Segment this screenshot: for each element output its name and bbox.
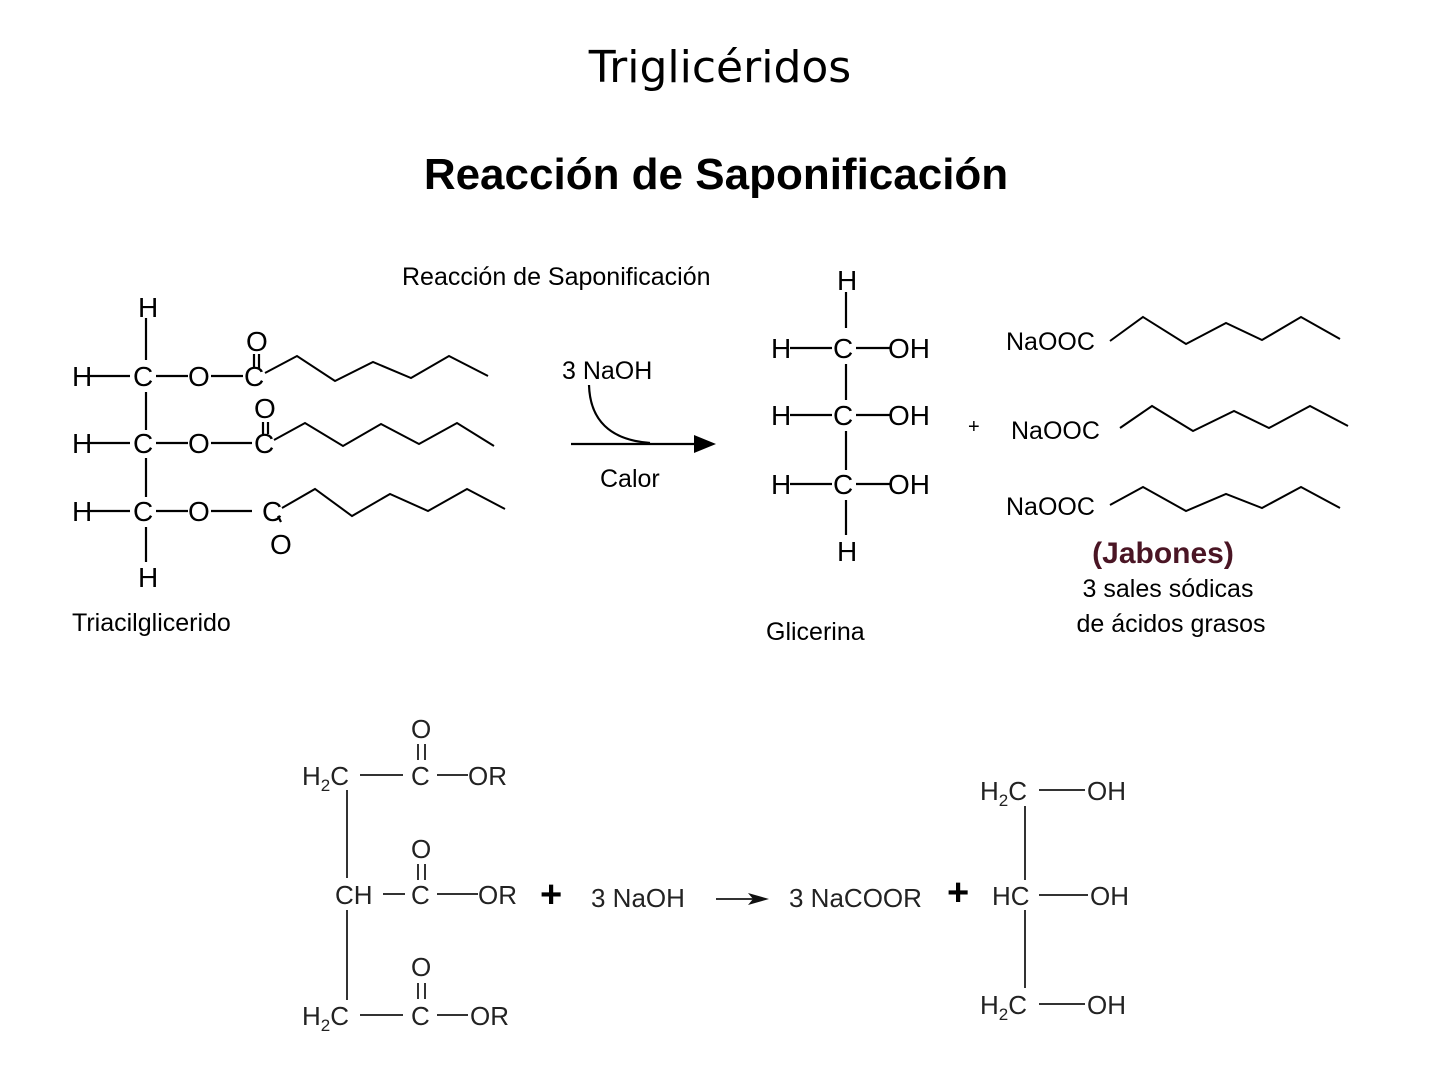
svg-text:H: H [72, 361, 92, 392]
svg-text:H: H [72, 496, 92, 527]
svg-text:O: O [188, 361, 210, 392]
svg-text:H: H [138, 562, 158, 593]
svg-text:H2C: H2C [980, 990, 1027, 1024]
svg-text:H2C: H2C [302, 761, 349, 795]
triacylglyceride-structure: H H C O C O H C O C O H C O C O [72, 292, 506, 637]
svg-text:O: O [254, 393, 276, 424]
svg-text:C: C [833, 333, 853, 364]
svg-text:H: H [771, 469, 791, 500]
svg-text:C: C [133, 496, 153, 527]
arrow-head-icon [748, 893, 769, 905]
reagent-label: 3 NaOH [562, 357, 652, 385]
svg-text:C: C [133, 361, 153, 392]
svg-text:O: O [246, 326, 268, 357]
svg-text:C: C [411, 880, 430, 910]
svg-text:C: C [133, 428, 153, 459]
svg-text:C: C [833, 469, 853, 500]
svg-text:NaOOC: NaOOC [1011, 417, 1100, 445]
soap-structures: NaOOC NaOOC NaOOC (Jabones) 3 sales sódi… [1006, 315, 1349, 638]
slide-subtitle: Reacción de Saponificación [423, 150, 1009, 199]
reaction-arrow-top: 3 NaOH Calor [562, 357, 716, 493]
product-nacoor: 3 NaCOOR [789, 883, 922, 913]
svg-text:O: O [411, 714, 431, 744]
svg-text:O: O [188, 496, 210, 527]
svg-text:OH: OH [1087, 776, 1126, 806]
svg-text:OR: OR [470, 1001, 509, 1031]
svg-text:OH: OH [888, 400, 930, 431]
svg-text:C: C [254, 428, 274, 459]
svg-text:HC: HC [992, 881, 1030, 911]
svg-text:C: C [262, 496, 282, 527]
svg-text:OH: OH [1087, 990, 1126, 1020]
plus-sign-2: + [947, 872, 969, 914]
svg-text:OR: OR [478, 880, 517, 910]
saponification-diagram-bottom: H2C O C OR CH O C OR H2C O C OR + 3 NaOH… [302, 714, 1129, 1035]
svg-text:H: H [771, 400, 791, 431]
svg-text:H2C: H2C [980, 776, 1027, 810]
svg-text:C: C [244, 361, 264, 392]
plus-sign: + [968, 416, 980, 438]
svg-text:OH: OH [1090, 881, 1129, 911]
glycerol-structure: H H C OH H C OH H C OH H Glicerina [766, 265, 930, 646]
svg-text:O: O [411, 952, 431, 982]
arrow-head-icon [694, 435, 716, 453]
glycerol-label: Glicerina [766, 618, 865, 646]
svg-text:NaOOC: NaOOC [1006, 328, 1095, 356]
svg-text:H: H [837, 536, 857, 567]
svg-text:H: H [771, 333, 791, 364]
svg-text:C: C [411, 1001, 430, 1031]
svg-text:O: O [270, 529, 292, 560]
svg-text:NaOOC: NaOOC [1006, 493, 1095, 521]
svg-text:OH: OH [888, 469, 930, 500]
slide-title: Triglicéridos [588, 42, 852, 93]
svg-text:O: O [411, 834, 431, 864]
svg-text:CH: CH [335, 880, 373, 910]
svg-text:OR: OR [468, 761, 507, 791]
soaps-title: (Jabones) [1092, 537, 1234, 570]
triacylglyceride-label: Triacilglicerido [72, 609, 231, 637]
svg-text:H: H [138, 292, 158, 323]
soaps-desc-line1: 3 sales sódicas [1083, 575, 1254, 603]
svg-text:H: H [72, 428, 92, 459]
condition-label: Calor [600, 465, 660, 493]
svg-text:C: C [411, 761, 430, 791]
plus-sign-1: + [540, 874, 562, 916]
svg-text:O: O [188, 428, 210, 459]
reagent-naoh: 3 NaOH [591, 883, 685, 913]
diagram-caption: Reacción de Saponificación [402, 263, 711, 291]
svg-text:H: H [837, 265, 857, 296]
svg-text:C: C [833, 400, 853, 431]
svg-text:OH: OH [888, 333, 930, 364]
soaps-desc-line2: de ácidos grasos [1076, 610, 1265, 638]
svg-text:H2C: H2C [302, 1001, 349, 1035]
